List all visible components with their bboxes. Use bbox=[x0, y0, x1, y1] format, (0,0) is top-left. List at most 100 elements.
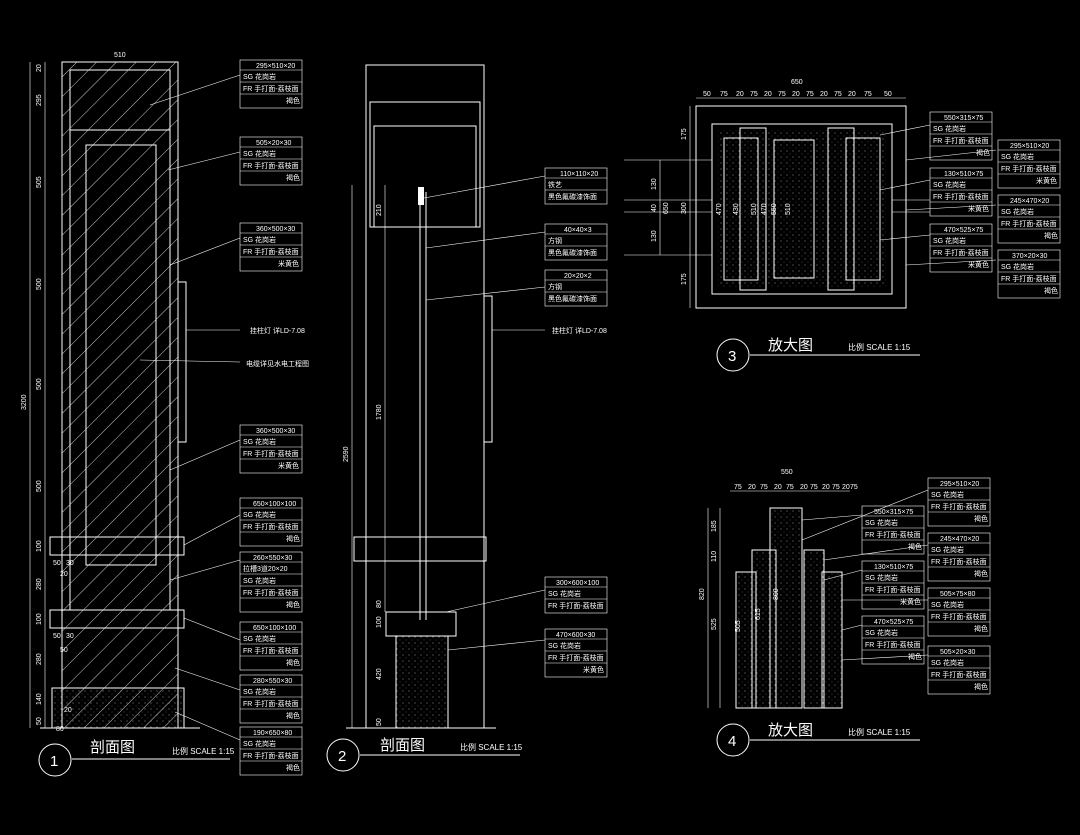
svg-text:140: 140 bbox=[36, 693, 43, 705]
svg-text:SG 花岗岩: SG 花岗岩 bbox=[243, 72, 276, 81]
svg-text:505: 505 bbox=[36, 176, 43, 188]
svg-text:FR 手打面-荔枝面: FR 手打面-荔枝面 bbox=[243, 588, 299, 597]
svg-text:75: 75 bbox=[720, 91, 728, 98]
svg-text:褐色: 褐色 bbox=[974, 682, 988, 691]
svg-text:SG 花岗岩: SG 花岗岩 bbox=[1001, 262, 1034, 271]
d4-callout-right-4: 505×20×30 SG 花岗岩 FR 手打面-荔枝面 褐色 bbox=[927, 645, 991, 695]
d2-number-circle bbox=[326, 738, 360, 772]
svg-text:650×100×100: 650×100×100 bbox=[253, 501, 296, 508]
d3-callout-mid-3: 470×525×75 SG 花岗岩 FR 手打面-荔枝面 米黄色 bbox=[929, 223, 993, 273]
svg-text:130×510×75: 130×510×75 bbox=[944, 171, 983, 178]
d1-scale: 比例 SCALE 1:15 bbox=[172, 746, 235, 756]
svg-text:褐色: 褐色 bbox=[286, 534, 300, 543]
svg-text:100: 100 bbox=[36, 540, 43, 552]
svg-text:黑色氟碳漆饰面: 黑色氟碳漆饰面 bbox=[548, 294, 597, 303]
svg-text:SG 花岗岩: SG 花岗岩 bbox=[933, 180, 966, 189]
svg-text:FR 手打面-荔枝面: FR 手打面-荔枝面 bbox=[548, 601, 604, 610]
svg-text:褐色: 褐色 bbox=[286, 173, 300, 182]
svg-text:510: 510 bbox=[785, 203, 792, 215]
d1-bottom-dims: 50 30 50 30 20 50 20 80 bbox=[53, 560, 74, 733]
svg-text:褐色: 褐色 bbox=[1044, 231, 1058, 240]
d3-callout-mid-1: 550×315×75 SG 花岗岩 FR 手打面-荔枝面 褐色 bbox=[929, 111, 993, 161]
d1-callout-7: 650×100×100 SG 花岗岩 FR 手打面-荔枝面 褐色 bbox=[239, 621, 303, 671]
d2-callout-3: 20×20×2 方钢 黑色氟碳漆饰面 bbox=[544, 269, 608, 307]
svg-text:SG 花岗岩: SG 花岗岩 bbox=[548, 641, 581, 650]
svg-text:1780: 1780 bbox=[376, 404, 383, 420]
d3-top-dims: 50 75 20 75 20 75 20 75 20 75 20 75 50 bbox=[703, 91, 892, 98]
d1-callout-6: 260×550×30 拉槽3道20×20 SG 花岗岩 FR 手打面-荔枝面 褐… bbox=[239, 551, 303, 613]
d3-inner-dims: 470 430 510 470 550 510 bbox=[716, 203, 792, 215]
svg-text:SG 花岗岩: SG 花岗岩 bbox=[1001, 152, 1034, 161]
svg-text:175: 175 bbox=[681, 273, 688, 285]
svg-text:550: 550 bbox=[771, 203, 778, 215]
svg-text:SG 花岗岩: SG 花岗岩 bbox=[243, 510, 276, 519]
d4-number-circle bbox=[716, 723, 750, 757]
d1-lamp-note: 挂柱灯 详LD-7.08 bbox=[250, 326, 305, 335]
svg-text:20: 20 bbox=[820, 91, 828, 98]
svg-text:黑色氟碳漆饰面: 黑色氟碳漆饰面 bbox=[548, 192, 597, 201]
d3-scale: 比例 SCALE 1:15 bbox=[848, 342, 911, 352]
plan-drawing-4: 550 75 20 75 20 75 20 75 20 75 20 75 185… bbox=[699, 469, 991, 757]
svg-text:FR 手打面-荔枝面: FR 手打面-荔枝面 bbox=[865, 530, 921, 539]
svg-text:20: 20 bbox=[792, 91, 800, 98]
d3-top-width: 650 bbox=[791, 79, 803, 86]
svg-text:295×510×20: 295×510×20 bbox=[256, 63, 295, 70]
svg-text:FR 手打面-荔枝面: FR 手打面-荔枝面 bbox=[243, 84, 299, 93]
section-drawing-2: 210 1780 2590 80 100 420 50 挂柱灯 详LD-7.08… bbox=[326, 64, 608, 772]
svg-text:米黄色: 米黄色 bbox=[278, 259, 299, 268]
svg-text:褐色: 褐色 bbox=[976, 148, 990, 157]
svg-text:SG 花岗岩: SG 花岗岩 bbox=[865, 573, 898, 582]
svg-text:FR 手打面-荔枝面: FR 手打面-荔枝面 bbox=[865, 585, 921, 594]
svg-text:SG 花岗岩: SG 花岗岩 bbox=[243, 576, 276, 585]
d2-title: 剖面图 bbox=[380, 737, 425, 754]
svg-text:130×510×75: 130×510×75 bbox=[874, 564, 913, 571]
svg-text:470: 470 bbox=[761, 203, 768, 215]
d1-vertical-dims: 20 295 505 500 500 500 100 280 100 280 1… bbox=[21, 64, 43, 725]
svg-text:FR 手打面-荔枝面: FR 手打面-荔枝面 bbox=[931, 670, 987, 679]
svg-text:470×525×75: 470×525×75 bbox=[944, 227, 983, 234]
svg-text:130: 130 bbox=[651, 230, 658, 242]
d4-top-dims: 75 20 75 20 75 20 75 20 75 20 75 bbox=[734, 484, 858, 491]
svg-text:FR 手打面-荔枝面: FR 手打面-荔枝面 bbox=[243, 522, 299, 531]
svg-text:75: 75 bbox=[734, 484, 742, 491]
svg-text:SG 花岗岩: SG 花岗岩 bbox=[1001, 207, 1034, 216]
d3-callout-right-3: 370×20×30 SG 花岗岩 FR 手打面-荔枝面 褐色 bbox=[997, 249, 1061, 299]
svg-text:30: 30 bbox=[66, 633, 74, 640]
svg-text:褐色: 褐色 bbox=[908, 652, 922, 661]
svg-text:295×510×20: 295×510×20 bbox=[940, 481, 979, 488]
svg-text:褐色: 褐色 bbox=[286, 658, 300, 667]
d3-title: 放大图 bbox=[768, 337, 813, 354]
svg-text:280×550×30: 280×550×30 bbox=[253, 678, 292, 685]
svg-text:SG 花岗岩: SG 花岗岩 bbox=[243, 437, 276, 446]
svg-text:110: 110 bbox=[711, 551, 718, 562]
svg-text:210: 210 bbox=[376, 204, 383, 216]
svg-text:褐色: 褐色 bbox=[908, 542, 922, 551]
svg-text:505×20×30: 505×20×30 bbox=[256, 140, 292, 147]
svg-text:SG 花岗岩: SG 花岗岩 bbox=[865, 518, 898, 527]
svg-text:FR 手打面-荔枝面: FR 手打面-荔枝面 bbox=[931, 502, 987, 511]
svg-text:470×600×30: 470×600×30 bbox=[556, 632, 595, 639]
svg-text:40: 40 bbox=[651, 204, 658, 212]
d4-callout-mid-2: 130×510×75 SG 花岗岩 FR 手打面-荔枝面 米黄色 bbox=[861, 560, 925, 610]
d2-vertical-dims: 210 1780 2590 80 100 420 50 bbox=[343, 204, 383, 726]
svg-text:FR 手打面-荔枝面: FR 手打面-荔枝面 bbox=[1001, 219, 1057, 228]
svg-text:褐色: 褐色 bbox=[286, 763, 300, 772]
svg-text:褐色: 褐色 bbox=[974, 514, 988, 523]
svg-text:SG 花岗岩: SG 花岗岩 bbox=[243, 235, 276, 244]
svg-text:米黄色: 米黄色 bbox=[583, 665, 604, 674]
svg-text:295×510×20: 295×510×20 bbox=[1010, 143, 1049, 150]
d2-scale: 比例 SCALE 1:15 bbox=[460, 742, 523, 752]
svg-text:505×20×30: 505×20×30 bbox=[940, 649, 976, 656]
d2-callout-5: 470×600×30 SG 花岗岩 FR 手打面-荔枝面 米黄色 bbox=[544, 628, 608, 678]
d4-title: 放大图 bbox=[768, 722, 813, 739]
svg-text:20: 20 bbox=[64, 707, 72, 714]
d4-top-width: 550 bbox=[781, 469, 793, 476]
svg-text:650: 650 bbox=[663, 202, 670, 214]
d4-scale: 比例 SCALE 1:15 bbox=[848, 727, 911, 737]
d1-number-circle bbox=[38, 743, 72, 777]
svg-text:SG 花岗岩: SG 花岗岩 bbox=[931, 658, 964, 667]
svg-text:褐色: 褐色 bbox=[286, 711, 300, 720]
svg-text:FR 手打面-荔枝面: FR 手打面-荔枝面 bbox=[865, 640, 921, 649]
d1-callout-9: 190×650×80 SG 花岗岩 FR 手打面-荔枝面 褐色 bbox=[239, 726, 303, 776]
